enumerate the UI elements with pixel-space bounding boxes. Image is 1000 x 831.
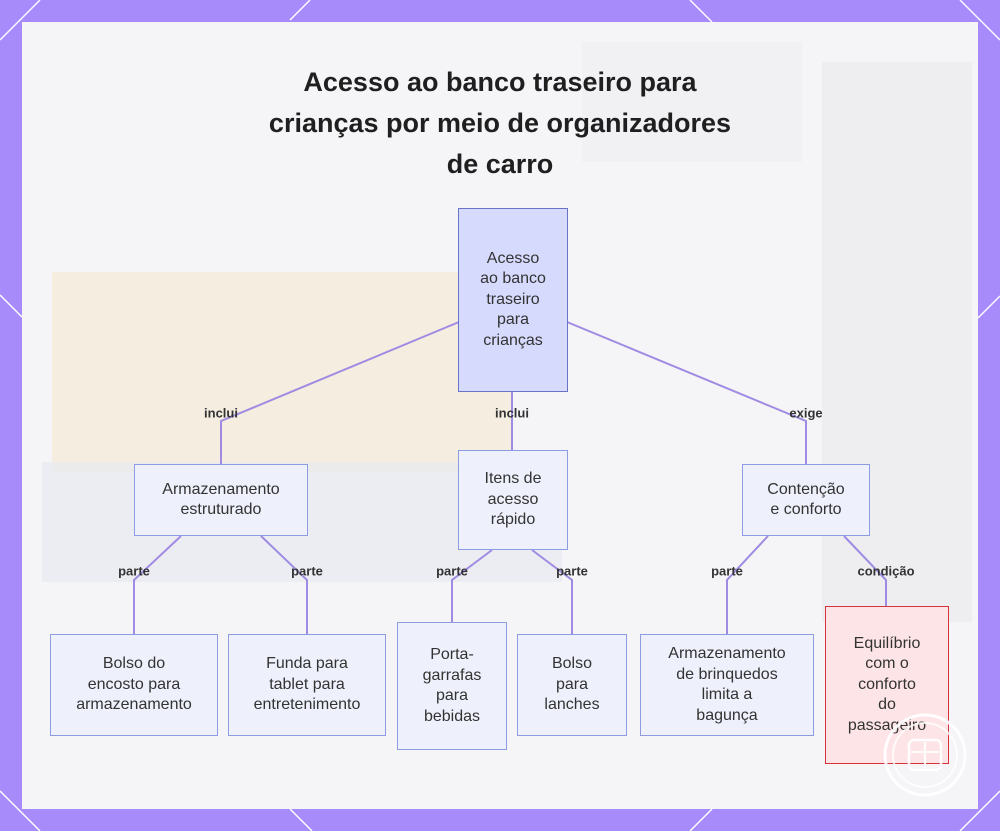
node-toy-storage-label: Armazenamento de brinquedos limita a bag… [668, 644, 785, 726]
edge-label-root-quick: inclui [495, 406, 529, 421]
node-snack-pocket[interactable]: Bolso para lanches [517, 634, 627, 736]
node-root-label: Acesso ao banco traseiro para crianças [480, 249, 546, 352]
node-quick-access[interactable]: Itens de acesso rápido [458, 450, 568, 550]
edge-label-storage-tablet: parte [291, 564, 323, 579]
node-structured-storage[interactable]: Armazenamento estruturado [134, 464, 308, 536]
node-root[interactable]: Acesso ao banco traseiro para crianças [458, 208, 568, 392]
edge-label-comfort-toys: parte [711, 564, 743, 579]
node-snack-pocket-label: Bolso para lanches [544, 654, 599, 716]
node-tablet-holder-label: Funda para tablet para entretenimento [254, 654, 361, 716]
node-tablet-holder[interactable]: Funda para tablet para entretenimento [228, 634, 386, 736]
brand-logo-icon [882, 712, 968, 798]
edge-label-quick-bottle: parte [436, 564, 468, 579]
node-structured-storage-label: Armazenamento estruturado [162, 480, 279, 521]
edge-label-root-storage: inclui [204, 406, 238, 421]
node-bottle-holder-label: Porta- garrafas para bebidas [423, 645, 482, 727]
edge-label-comfort-balance: condição [857, 564, 914, 579]
edge-storage-seatback [134, 536, 181, 634]
edge-label-root-comfort: exige [789, 406, 822, 421]
edge-root-comfort [567, 322, 806, 464]
edge-storage-tablet [261, 536, 307, 634]
edge-label-quick-snack: parte [556, 564, 588, 579]
edge-root-storage [221, 322, 459, 464]
node-seatback-pocket[interactable]: Bolso do encosto para armazenamento [50, 634, 218, 736]
node-containment-comfort[interactable]: Contenção e conforto [742, 464, 870, 536]
edge-comfort-toys [727, 536, 768, 634]
node-containment-comfort-label: Contenção e conforto [767, 480, 844, 521]
node-bottle-holder[interactable]: Porta- garrafas para bebidas [397, 622, 507, 750]
node-seatback-pocket-label: Bolso do encosto para armazenamento [76, 654, 192, 716]
edge-quick-bottle [452, 550, 492, 622]
node-quick-access-label: Itens de acesso rápido [485, 469, 542, 531]
node-toy-storage[interactable]: Armazenamento de brinquedos limita a bag… [640, 634, 814, 736]
edge-label-storage-seatback: parte [118, 564, 150, 579]
